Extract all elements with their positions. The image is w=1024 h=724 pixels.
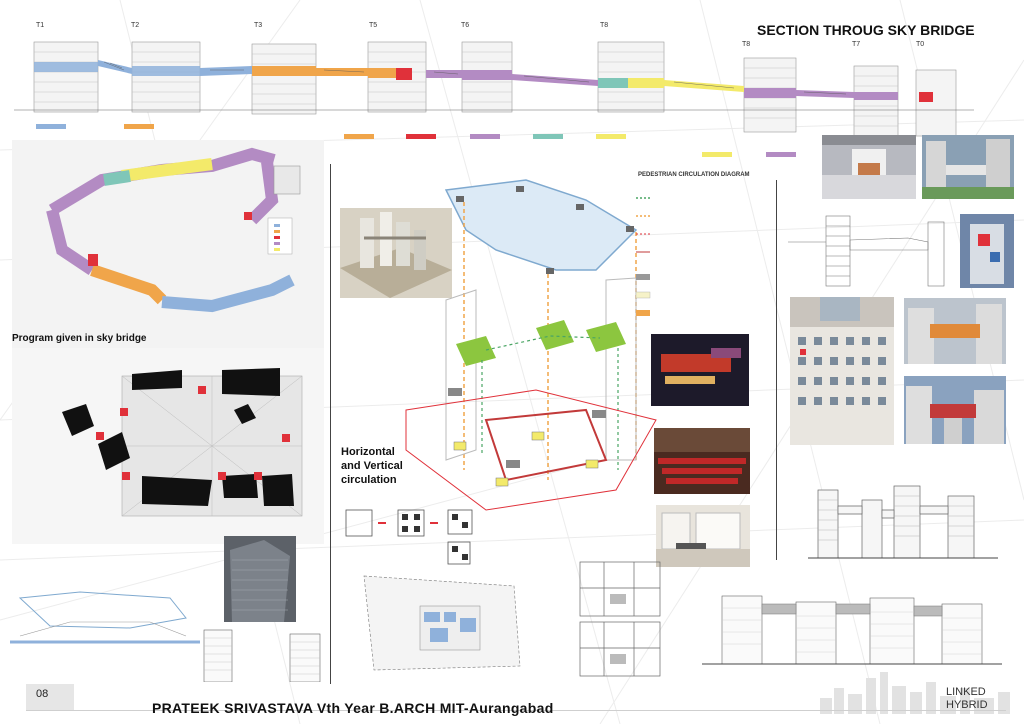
legend-swatch xyxy=(702,152,732,157)
diagram-title: PEDESTRIAN CIRCULATION DIAGRAM xyxy=(638,172,750,178)
sky-bridge-program-plan xyxy=(46,147,301,313)
sky-bridge-section-drawing xyxy=(14,41,974,137)
elevation-drawing xyxy=(808,485,998,559)
column-divider xyxy=(330,164,331,684)
tower-label: T8 xyxy=(742,41,751,48)
tower-label: T6 xyxy=(461,22,470,29)
legend-swatch xyxy=(344,134,374,139)
tower-label: T5 xyxy=(369,22,378,29)
tower-label: T3 xyxy=(254,22,263,29)
tower-label: T8 xyxy=(600,22,609,29)
circulation-diagram xyxy=(336,160,776,540)
tower-label: T7 xyxy=(852,41,861,48)
photo-night-building xyxy=(651,334,749,406)
page-title: SECTION THROUG SKY BRIDGE xyxy=(757,22,975,38)
page-number: 08 xyxy=(26,684,74,710)
model-photo xyxy=(340,208,452,298)
column-divider xyxy=(776,180,777,560)
legend-swatch xyxy=(596,134,626,139)
neighbourhood-diagrams xyxy=(345,509,473,565)
photo-cinema-hall xyxy=(654,428,750,494)
facade-elevation xyxy=(203,629,321,682)
legend-swatch xyxy=(36,124,66,129)
brand-label: LINKED HYBRID xyxy=(946,686,988,712)
legend-swatch xyxy=(766,152,796,157)
photo-tower-facade xyxy=(790,297,894,445)
photo-interior xyxy=(656,505,750,567)
photo-bridge-exterior xyxy=(922,135,1014,199)
floor-plan xyxy=(579,561,661,677)
brand-line: HYBRID xyxy=(946,699,988,711)
brand-line: LINKED xyxy=(946,686,986,698)
legend-swatch xyxy=(406,134,436,139)
tower-label: T0 xyxy=(916,41,925,48)
photo-bridge-interior xyxy=(822,135,916,199)
author-line: PRATEEK SRIVASTAVA Vth Year B.ARCH MIT-A… xyxy=(152,700,554,716)
bridge-elevation xyxy=(702,595,1002,665)
circulation-caption-line: and Vertical xyxy=(341,460,403,472)
site-plan xyxy=(12,348,324,544)
elevation-sketch xyxy=(788,215,945,287)
photo-facade-grid xyxy=(224,536,296,622)
legend-swatch xyxy=(124,124,154,129)
section-sketch xyxy=(10,591,200,644)
photo-colorful-facade xyxy=(960,214,1014,288)
circulation-caption-line: circulation xyxy=(341,474,397,486)
program-plan-panel xyxy=(12,140,324,350)
footer-rule xyxy=(26,710,1006,711)
legend-swatch xyxy=(470,134,500,139)
tower-label: T2 xyxy=(131,22,140,29)
circulation-caption: Horizontal and Vertical circulation xyxy=(341,445,403,487)
program-caption: Program given in sky bridge xyxy=(12,333,147,344)
site-plan-lower xyxy=(363,575,521,671)
tower-label: T1 xyxy=(36,22,45,29)
photo-bridge-orange xyxy=(904,298,1006,364)
legend-swatch xyxy=(533,134,563,139)
circulation-caption-line: Horizontal xyxy=(341,446,395,458)
photo-bridge-red xyxy=(904,376,1006,444)
skyline-silhouette xyxy=(820,672,1010,714)
